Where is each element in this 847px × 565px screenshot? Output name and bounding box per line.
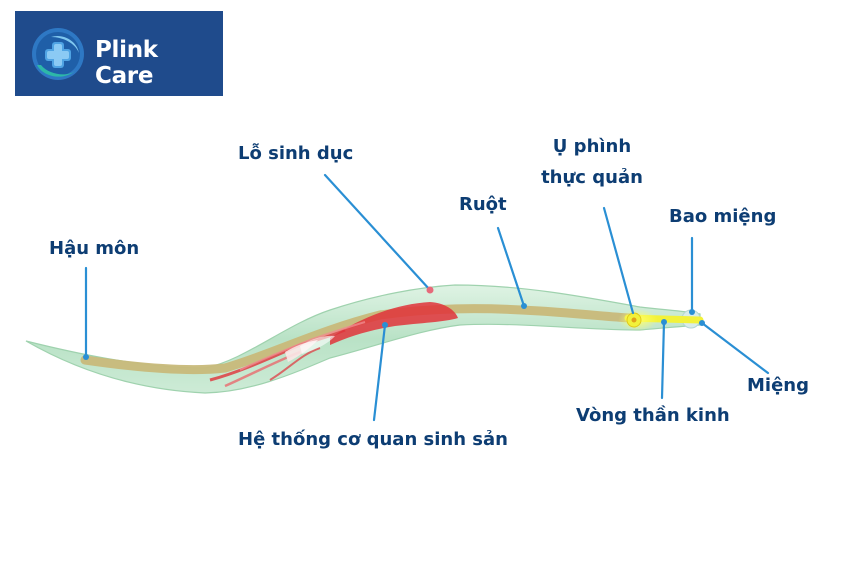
leader-nerve-ring [660, 320, 666, 400]
label-intestine: Ruột [459, 194, 507, 215]
label-anus: Hậu môn [49, 238, 140, 259]
label-buccal-capsule: Bao miệng [669, 206, 777, 227]
label-genital-pore: Lỗ sinh dục [238, 143, 354, 164]
label-nerve-ring: Vòng thần kinh [576, 405, 730, 426]
leader-reproductive-system [372, 323, 387, 422]
worm-body [25, 284, 701, 394]
leader-lines [84, 173, 770, 422]
label-esophageal-bulb-line2: thực quản [541, 167, 643, 188]
brand-logo: Plink Care [15, 11, 223, 96]
brand-name: Plink Care [95, 37, 158, 89]
label-reproductive-system: Hệ thống cơ quan sinh sản [238, 429, 508, 450]
label-esophageal-bulb: Ụ phình thực quản [532, 131, 652, 193]
leader-mouth [700, 321, 770, 375]
reproductive-system-shape [209, 302, 458, 388]
leader-intestine [496, 226, 526, 308]
label-esophageal-bulb-line1: Ụ phình [552, 136, 632, 157]
leader-esophageal-bulb [602, 206, 635, 315]
plink-care-cross-icon [32, 28, 84, 80]
leader-genital-pore [323, 173, 432, 292]
label-mouth: Miệng [747, 375, 809, 396]
